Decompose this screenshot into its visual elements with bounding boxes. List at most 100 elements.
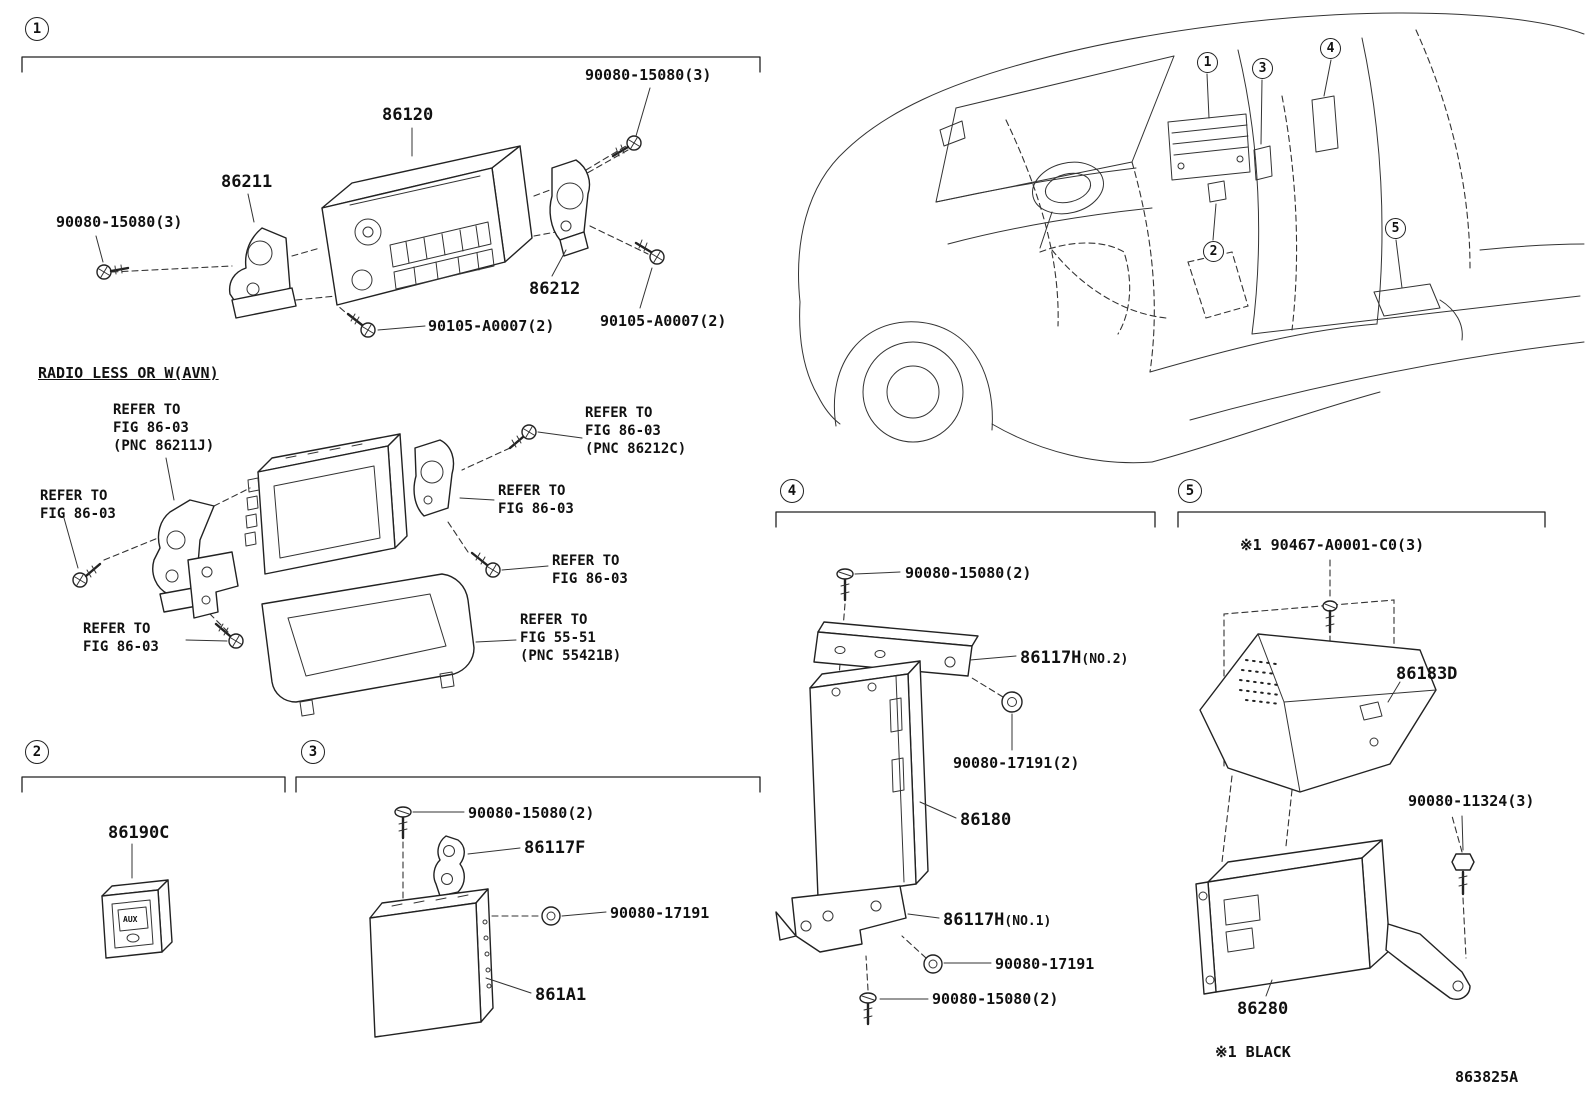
bracket-86211 [228,227,297,319]
tune-knob [351,269,373,291]
screw-icon [470,551,501,578]
label-leader-lines [63,87,1464,1000]
section-4-number: 4 [780,479,804,503]
callout-5-target-amplifier [1373,283,1463,341]
vehicle-callout-2: 2 [1203,241,1224,262]
nut-icon [1001,691,1023,713]
nut-icon [923,954,943,974]
volume-knob [354,218,382,246]
seat-hidden-outline [1039,242,1131,335]
part-number: 86117H [1020,648,1082,668]
part-label-86190C: 86190C [108,823,170,843]
drawing-code: 863825A [1455,1068,1519,1086]
callout-4-target [1311,95,1339,153]
refer-label-mid-right: REFER TO FIG 86-03 [498,483,574,518]
refer-label-pnc86212c: REFER TO FIG 86-03 (PNC 86212C) [585,405,687,458]
connector-ports [889,697,905,793]
callout-3-target [1253,145,1273,181]
refer-label-fig5551: REFER TO FIG 55-51 (PNC 55421B) [520,612,622,665]
fastener-label-90080-15080-s4-bottom: 90080-15080(2) [932,990,1059,1008]
avn-display-unit [244,433,408,575]
bracket-86117H-no1 [775,885,907,953]
part-label-86117H-no1: 86117H(NO.1) [943,909,1051,931]
screw-icon [346,312,376,338]
screw-icon [394,806,412,840]
callout-3-leader [1260,79,1263,145]
screw-icon [1322,600,1338,634]
callout-1-leader [1206,73,1210,119]
radio-less-heading: RADIO LESS OR W(AVN) [38,364,219,382]
part-label-86211: 86211 [221,172,273,192]
amplifier-86280 [1195,839,1471,1000]
section-1-number: 1 [25,17,49,41]
vehicle-callout-4: 4 [1320,38,1341,59]
screw-icon [634,239,665,265]
connector-ports [1223,894,1261,953]
screw-icon [611,135,642,158]
callout-4-leader [1323,59,1332,97]
section-bracket-rules [21,56,1546,793]
refer-label-pnc86211j: REFER TO FIG 86-03 (PNC 86211J) [113,402,215,455]
nut-icon [541,906,561,926]
callout-2-leader [1212,203,1217,241]
amplifier-861A1 [369,888,494,1038]
part-number-suffix: (NO.1) [1004,914,1052,929]
footnote-black: ※1 BLACK [1215,1043,1291,1061]
steering-wheel [1032,161,1104,215]
amplifier-86180 [809,660,929,899]
fastener-label-90080-15080-s3: 90080-15080(2) [468,804,595,822]
side-mirror [939,120,966,147]
vehicle-illustration [798,12,1585,464]
part-number: 86117H [943,910,1005,930]
front-wheel [862,341,964,443]
cover-86183D [1199,633,1437,793]
part-label-86180: 86180 [960,810,1012,830]
part-label-86117F: 86117F [524,838,586,858]
fastener-label-90105-left: 90105-A0007(2) [428,317,555,335]
fastener-label-90080-17191-s4b: 90080-17191 [995,955,1095,973]
dash-radio-unit [1167,113,1251,181]
part-label-86117H-no2: 86117H(NO.2) [1020,647,1128,669]
screw-icon [508,424,537,450]
refer-label-lower-left: REFER TO FIG 86-03 [83,621,159,656]
screw-icon [96,264,130,280]
cluster-finish-panel [261,573,475,717]
vehicle-callout-1: 1 [1197,52,1218,73]
part-number-suffix: (NO.2) [1081,652,1129,667]
radio-receiver-86120 [321,145,533,306]
part-label-86120: 86120 [382,105,434,125]
bracket-86117F [433,835,465,897]
bolt-icon [1451,853,1475,896]
fastener-label-90080-15080-left: 90080-15080(3) [56,213,183,231]
aux-port-text: AUX [123,915,138,924]
mounting-arm [1385,923,1471,1000]
fastener-label-90080-15080-right: 90080-15080(3) [585,66,712,84]
refer-label-left: REFER TO FIG 86-03 [40,488,116,523]
bolt-icon [859,992,877,1026]
avn-lower-bracket [187,551,239,619]
bracket-86212 [549,159,591,257]
section1-assembly-dashes [111,145,649,319]
section-2-number: 2 [25,740,49,764]
part-label-86212: 86212 [529,279,581,299]
part-label-861A1: 861A1 [535,985,587,1005]
bracket-86117H-no2 [813,621,979,677]
fastener-label-90080-11324: 90080-11324(3) [1408,792,1535,810]
callout-2-target [1207,180,1227,203]
fastener-label-90080-17191-s3: 90080-17191 [610,904,710,922]
section-5-number: 5 [1178,479,1202,503]
screw-icon [72,562,102,588]
callout-5-leader [1395,239,1403,289]
vehicle-callout-3: 3 [1252,58,1273,79]
part-label-86183D: 86183D [1396,664,1458,684]
fastener-label-90080-17191-s4: 90080-17191(2) [953,754,1080,772]
display-screen [273,465,381,559]
cd-slot [349,175,481,206]
fastener-label-90080-15080-s4-top: 90080-15080(2) [905,564,1032,582]
screw-icon [836,568,854,602]
fastener-label-90467: ※1 90467-A0001-C0(3) [1240,536,1425,554]
section-3-number: 3 [301,740,325,764]
aux-jack-86190C [101,879,173,959]
